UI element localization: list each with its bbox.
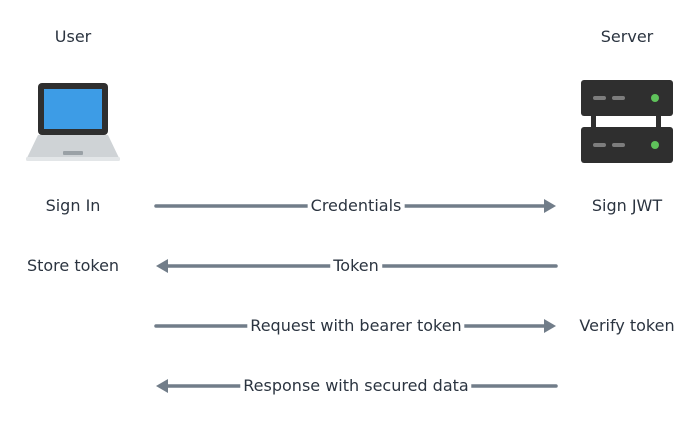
arrowhead-step-3 — [544, 319, 556, 333]
user-title: User — [54, 27, 92, 46]
step-1-right-label: Sign JWT — [591, 196, 663, 215]
step-2-message: Token — [330, 258, 382, 274]
step-2-left-label: Store token — [26, 256, 120, 275]
arrowhead-step-1 — [544, 199, 556, 213]
step-3-message: Request with bearer token — [247, 318, 465, 334]
server-title: Server — [600, 27, 654, 46]
arrowhead-step-4 — [156, 379, 168, 393]
arrowhead-step-2 — [156, 259, 168, 273]
step-4-message: Response with secured data — [240, 378, 472, 394]
step-3-right-label: Verify token — [579, 316, 675, 335]
step-1-message: Credentials — [307, 198, 405, 214]
step-1-left-label: Sign In — [45, 196, 101, 215]
